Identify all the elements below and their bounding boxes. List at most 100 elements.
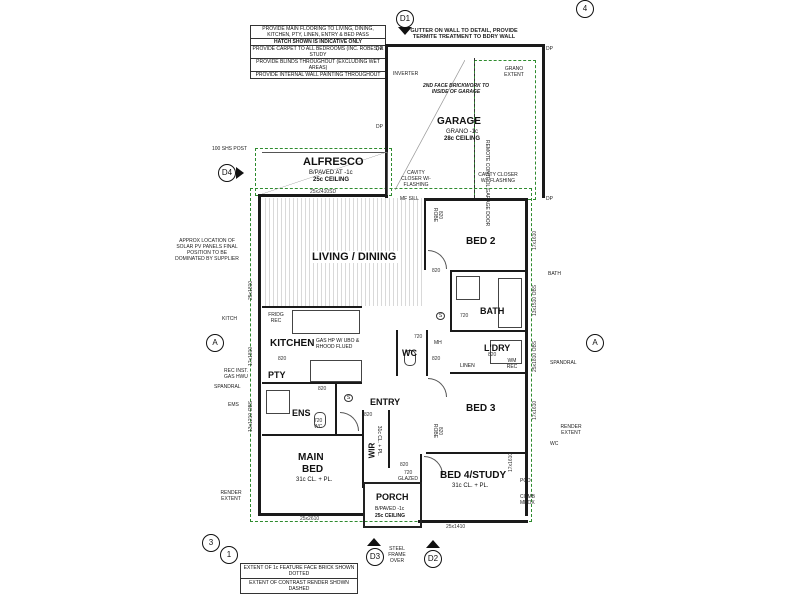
- house-wall-bottom-left: [258, 513, 363, 516]
- wall-bath-left: [450, 270, 452, 330]
- wc-label: WC: [402, 348, 417, 358]
- garage-label: GARAGE: [437, 116, 481, 127]
- dim-820-b: 820: [488, 352, 497, 358]
- gutter-note: GUTTER ON WALL TO DETAIL, PROVIDE TERMIT…: [410, 28, 518, 40]
- rec-inst-label: REC INST. GAS HWU: [224, 368, 249, 380]
- brickwork-label: 2ND FACE BRICKWORK TO INSIDE OF GARAGE: [422, 83, 490, 95]
- ems-label: EMS: [228, 402, 239, 408]
- wall-bath-bottom: [450, 330, 526, 332]
- alfresco-diag: [262, 152, 387, 194]
- wir-sub: 31c CL. + PL.: [376, 425, 383, 457]
- mf-sill-label: MF SILL: [400, 196, 419, 202]
- porch-label: PORCH: [376, 492, 409, 502]
- bath-tub: [498, 278, 522, 328]
- alfresco-label: ALFRESCO: [303, 156, 364, 168]
- garage-wall-right: [542, 44, 545, 198]
- ens-shower: [266, 390, 290, 414]
- dim-1410: 25x1410: [446, 524, 466, 530]
- dim-side-1: 17x1610: [532, 230, 538, 250]
- dim-820-e: 820: [318, 386, 327, 392]
- linen-label: LINEN: [460, 363, 475, 369]
- dim-820-a: 820: [432, 268, 441, 274]
- cavity-closer-1: CAVITY CLOSER W/- FLASHING: [401, 170, 431, 188]
- dp-label-2: DP: [376, 124, 383, 130]
- dim-820-i: 820: [364, 412, 373, 418]
- dim-2410: 25x2410SD: [310, 189, 337, 195]
- render-extent-main: [250, 188, 532, 522]
- dim-720-b: 720: [414, 334, 423, 340]
- note-4: PROVIDE BLINDS THROUGHOUT (EXCLUDING WET…: [251, 59, 385, 72]
- dim-720-a: 720: [460, 313, 469, 319]
- entry-label: ENTRY: [370, 397, 401, 407]
- notes-box: PROVIDE MAIN FLOORING TO LIVING, DINING,…: [250, 25, 386, 79]
- dp-label-3: DP: [546, 46, 553, 52]
- kitchen-bench: [292, 310, 360, 334]
- note-1: PROVIDE MAIN FLOORING TO LIVING, DINING,…: [251, 26, 385, 39]
- house-wall-top-right: [388, 198, 528, 201]
- wall-living-right: [424, 198, 426, 270]
- kitchen-island: [310, 360, 362, 382]
- wc-right-label: WC: [550, 441, 559, 447]
- bed4-sub: 31c CL. + PL.: [452, 483, 489, 489]
- alfresco-sub2: 25c CEILING: [313, 177, 350, 183]
- wall-wir-left: [362, 410, 364, 488]
- mainbed-sub: 31c CL. + PL.: [296, 477, 333, 483]
- dim-side-4: 17x1610: [532, 400, 538, 420]
- alfresco-sub1: B/PAVED AT -1c: [309, 170, 353, 176]
- fridge-rec-label: FRIDG REC: [268, 312, 284, 324]
- comb-box-label: COMB MBOX: [520, 494, 535, 506]
- living-label: LIVING / DINING: [310, 251, 399, 263]
- ens-label: ENS: [292, 408, 311, 418]
- house-wall-left: [258, 194, 261, 516]
- porch-sub2: 25c CEILING: [375, 513, 406, 519]
- note-3: PROVIDE CARPET TO ALL BEDROOMS (INC. ROB…: [251, 46, 385, 59]
- porch-sub1: B/PAVED -1c: [375, 506, 405, 512]
- wall-ens-right: [335, 384, 337, 434]
- wall-ldry-bottom: [450, 372, 526, 374]
- house-wall-top-left: [258, 194, 388, 197]
- glazed-label: GLAZED: [398, 476, 419, 482]
- house-wall-bottom-right: [418, 520, 528, 523]
- kitchen-sub: GAS HP W/ UBO & RHOOD FLUED: [316, 338, 360, 350]
- dim-720-wc2: 720: [404, 470, 413, 476]
- bath-right-label: BATH: [548, 271, 561, 277]
- garage-wall-left: [385, 44, 388, 198]
- kitch-label: KITCH: [222, 316, 237, 322]
- dim-side-5: 17x1610: [508, 452, 514, 472]
- dim-820-d: 820: [278, 356, 287, 362]
- wc-toilet: [404, 350, 416, 366]
- marker-4: 4: [576, 0, 594, 18]
- marker-d1: D1: [396, 10, 414, 28]
- s-label-2: S: [344, 394, 353, 402]
- spandral-left: SPANDRAL: [214, 384, 241, 390]
- dim-side-2: 13x1510 OBS: [532, 284, 538, 316]
- marker-1: 1: [220, 546, 238, 564]
- legend-box: EXTENT OF 1c FEATURE FACE BRICK SHOWN DO…: [240, 563, 358, 594]
- solar-note: APPROX LOCATION OF SOLAR PV PANELS FINAL…: [175, 238, 239, 262]
- wall-wc-right: [426, 330, 428, 376]
- render-extent-right: RENDER EXTENT: [560, 424, 582, 436]
- marker-d1-arrow: [398, 27, 412, 35]
- bed2-label: BED 2: [466, 236, 496, 247]
- marker-d4-arrow: [236, 167, 244, 179]
- house-wall-right: [525, 198, 528, 516]
- s-label-1: S: [436, 312, 445, 320]
- bed4-label: BED 4/STUDY: [440, 470, 507, 481]
- wall-bed2-bottom: [450, 270, 526, 272]
- garage-sub1: GRANO -1c: [446, 129, 479, 135]
- cavity-closer-2: CAVITY CLOSER W/- FLASHING: [478, 172, 518, 184]
- garage-sub2: 28c CEILING: [444, 136, 481, 142]
- dim-left-3: 13x1210 OBS: [248, 400, 254, 432]
- marker-d4: D4: [218, 164, 236, 182]
- grano-extent-label: GRANO EXTENT: [504, 66, 524, 78]
- inverter-label: INVERTER: [393, 71, 419, 77]
- bed3-label: BED 3: [466, 403, 496, 414]
- dim-820-f: 820: [437, 210, 444, 220]
- legend-item-brick: EXTENT OF 1c FEATURE FACE BRICK SHOWN DO…: [241, 564, 357, 579]
- wall-mainbed-top: [262, 434, 362, 436]
- dim-820-h: 820: [400, 462, 409, 468]
- dp-label-1: DP: [376, 46, 383, 52]
- marker-3: 3: [202, 534, 220, 552]
- wall-wc-left: [396, 330, 398, 376]
- note-2: HATCH SHOWN IS INDICATIVE ONLY: [251, 39, 385, 46]
